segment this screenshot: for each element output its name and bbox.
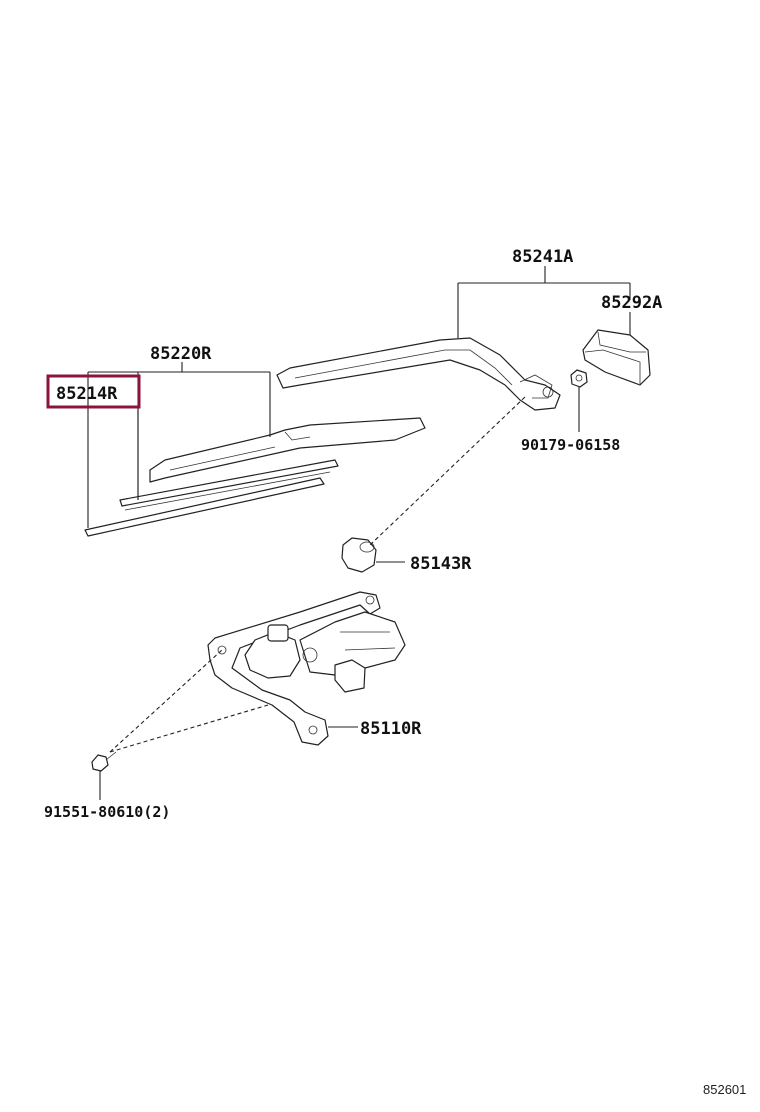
highlight-box [46, 374, 141, 409]
pivot-cap-part[interactable] [341, 537, 377, 573]
label-85110r[interactable]: 85110R [360, 719, 422, 739]
label-85214r[interactable]: 85214R [56, 384, 118, 404]
label-85220r[interactable]: 85220R [150, 344, 212, 364]
label-91551-80610[interactable]: 91551-80610(2) [44, 803, 170, 821]
wiper-blade-part[interactable] [149, 417, 426, 483]
nut-part[interactable] [570, 369, 588, 388]
blade-rubber-part[interactable] [84, 459, 339, 537]
wiper-motor-part[interactable] [207, 591, 406, 746]
leader-lines [87, 266, 631, 800]
arm-cover-part[interactable] [582, 329, 651, 386]
diagram-code: 852601 [703, 1082, 746, 1097]
wiper-arm-part[interactable] [276, 337, 561, 411]
label-85143r[interactable]: 85143R [410, 554, 472, 574]
label-90179-06158[interactable]: 90179-06158 [521, 436, 620, 454]
label-85241a[interactable]: 85241A [512, 247, 573, 267]
bolt-part[interactable] [91, 751, 117, 772]
label-85292a[interactable]: 85292A [601, 293, 662, 313]
